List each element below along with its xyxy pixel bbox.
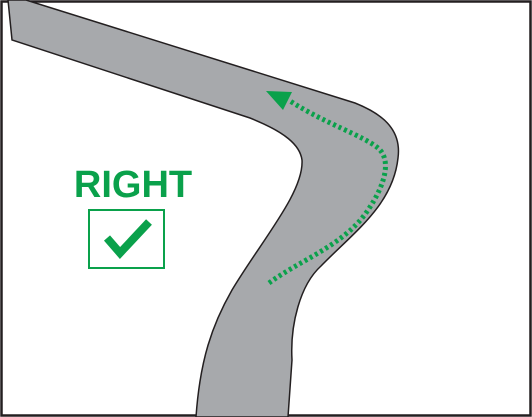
checkmark-icon bbox=[88, 209, 165, 269]
arrowhead-icon bbox=[266, 91, 292, 110]
right-label: RIGHT bbox=[74, 164, 192, 206]
travel-direction-line bbox=[267, 98, 388, 286]
road-path bbox=[7, 0, 400, 417]
